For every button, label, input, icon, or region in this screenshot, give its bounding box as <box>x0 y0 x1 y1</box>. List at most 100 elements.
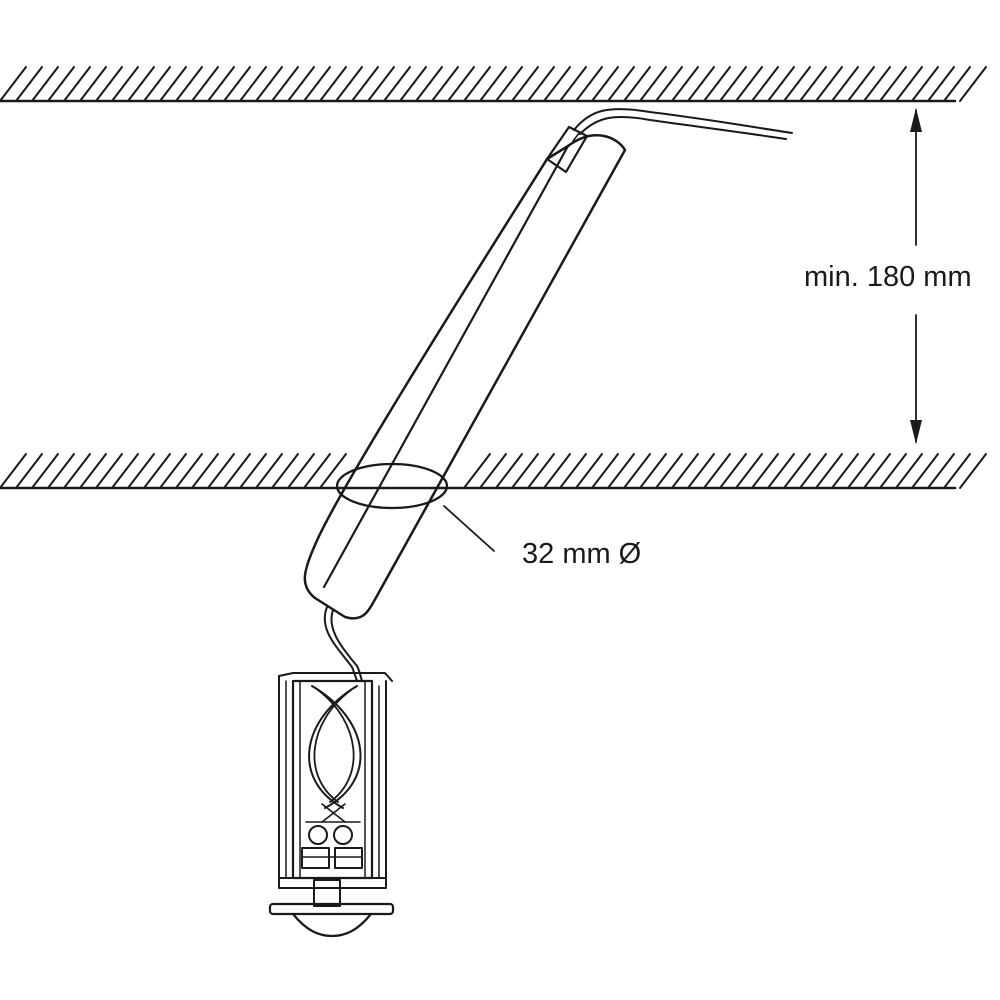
hatch-line <box>175 453 203 489</box>
hatch-line <box>895 66 923 102</box>
hatch-line <box>63 66 91 102</box>
hatch-line <box>591 453 619 489</box>
spring-top <box>278 672 393 682</box>
hatch-line <box>239 453 267 489</box>
arrow-up-icon <box>910 108 922 132</box>
hatch-line <box>751 66 779 102</box>
connection-cable <box>323 606 363 682</box>
hatch-line <box>223 66 251 102</box>
hatch-line <box>639 453 667 489</box>
hatch-line <box>79 66 107 102</box>
hatch-line <box>895 453 923 489</box>
hatch-line <box>143 453 171 489</box>
hatch-line <box>207 453 235 489</box>
hatch-line <box>319 66 347 102</box>
hatch-line <box>927 453 955 489</box>
hatch-line <box>671 66 699 102</box>
hatch-line <box>783 453 811 489</box>
hatch-line <box>543 66 571 102</box>
arrow-down-icon <box>910 420 922 444</box>
hatch-line <box>527 453 555 489</box>
terminal-screw-right-icon <box>333 825 353 845</box>
hatch-line <box>623 66 651 102</box>
hatch-line <box>511 453 539 489</box>
lower-ceiling-hatching <box>0 453 987 489</box>
hatch-line <box>815 453 843 489</box>
hatch-line <box>655 66 683 102</box>
hatch-line <box>623 453 651 489</box>
hatch-line <box>255 453 283 489</box>
hatch-line <box>943 453 971 489</box>
hatch-line <box>95 66 123 102</box>
upper-ceiling <box>0 66 987 103</box>
hatch-line <box>463 453 491 489</box>
hatch-line <box>0 453 27 489</box>
depth-dimension: min. 180 mm <box>804 108 972 444</box>
tube-edge <box>322 144 570 589</box>
hatch-line <box>15 453 43 489</box>
hatch-line <box>735 66 763 102</box>
hatch-line <box>783 66 811 102</box>
lower-ceiling <box>0 453 987 490</box>
hatch-line <box>687 66 715 102</box>
hatch-line <box>879 453 907 489</box>
hatch-line <box>719 66 747 102</box>
hatch-line <box>367 66 395 102</box>
hatch-line <box>943 66 971 102</box>
hatch-line <box>447 66 475 102</box>
hatch-line <box>0 66 27 102</box>
hatch-line <box>127 66 155 102</box>
cable-wire-a <box>323 606 358 682</box>
hatch-line <box>479 66 507 102</box>
hatch-line <box>703 66 731 102</box>
hatch-line <box>911 66 939 102</box>
hatch-line <box>847 453 875 489</box>
hatch-line <box>799 66 827 102</box>
hatch-line <box>143 66 171 102</box>
hatch-line <box>495 453 523 489</box>
hatch-line <box>863 453 891 489</box>
hatch-line <box>175 66 203 102</box>
hatch-line <box>47 66 75 102</box>
hatch-line <box>831 453 859 489</box>
hatch-line <box>671 453 699 489</box>
hatch-line <box>863 66 891 102</box>
internal-wire-a <box>311 685 362 809</box>
hatch-line <box>735 453 763 489</box>
hatch-line <box>479 453 507 489</box>
hatch-line <box>767 66 795 102</box>
hatch-line <box>383 66 411 102</box>
hatch-line <box>287 66 315 102</box>
hatch-line <box>527 66 555 102</box>
hatch-line <box>639 66 667 102</box>
hatch-line <box>655 453 683 489</box>
hatch-line <box>543 453 571 489</box>
hatch-line <box>335 66 363 102</box>
hatch-line <box>111 453 139 489</box>
hatch-line <box>927 66 955 102</box>
hatch-line <box>159 453 187 489</box>
terminal-screw-left-icon <box>308 825 328 845</box>
hatch-line <box>511 66 539 102</box>
hatch-line <box>303 66 331 102</box>
sensor-module <box>268 672 395 938</box>
tube-connector <box>545 125 589 174</box>
sensor-ring <box>278 877 387 889</box>
hatch-line <box>959 453 987 489</box>
hatch-line <box>271 453 299 489</box>
hatch-line <box>463 66 491 102</box>
driver-tube <box>303 108 793 620</box>
hatch-line <box>111 66 139 102</box>
hatch-line <box>815 66 843 102</box>
internal-wire-c <box>317 689 355 803</box>
hatch-line <box>959 66 987 102</box>
tube-connector-detail <box>572 131 581 142</box>
hatch-line <box>63 453 91 489</box>
hatch-line <box>575 453 603 489</box>
supply-cable-a <box>573 108 793 134</box>
hatch-line <box>703 453 731 489</box>
hatch-line <box>31 453 59 489</box>
terminal-block-left <box>301 847 330 869</box>
hatch-line <box>431 66 459 102</box>
